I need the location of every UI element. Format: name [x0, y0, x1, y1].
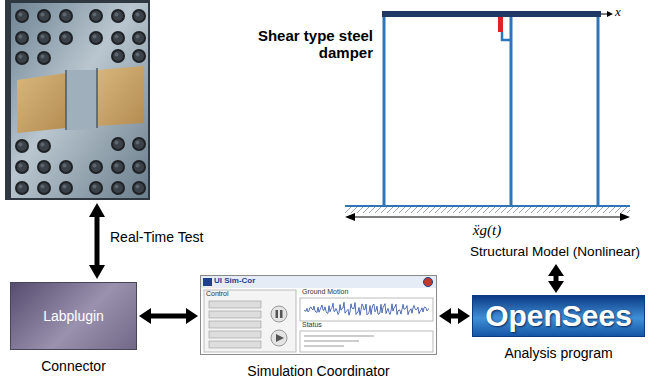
window-interior	[201, 276, 436, 354]
node-text: Analysis program	[472, 345, 645, 361]
text-slot: Analysis program	[472, 345, 645, 361]
node-text: Simulation Coordinator	[200, 363, 437, 379]
label-slot: Real-Time Test	[110, 229, 220, 245]
coordinator-window-shape	[200, 275, 437, 355]
node-title: OpenSees	[485, 299, 632, 334]
node-text: Control	[206, 290, 266, 298]
connector-box: LabpluginConnector	[10, 282, 137, 380]
real-time-arrow	[89, 203, 105, 279]
damper-photo	[5, 0, 150, 200]
text-slot: Structural Model (Nonlinear)	[470, 244, 640, 260]
node-text: Connector	[10, 358, 137, 374]
text-slot: OpenSees	[472, 295, 645, 337]
label-slot: ẍg(t)	[462, 222, 512, 239]
node-text: Ground Motion	[302, 288, 392, 296]
node-title: Labplugin	[43, 308, 104, 324]
text-slot: Simulation Coordinator	[200, 363, 437, 379]
double-arrow	[554, 276, 559, 281]
axis-label: x	[615, 5, 629, 20]
label-slot: Shear type steel damper	[253, 27, 373, 62]
test-label: Real-Time Test	[110, 229, 220, 245]
ground-motion-label: ẍg(t)	[462, 222, 512, 239]
node-title: Structural Model (Nonlinear)	[470, 244, 640, 260]
node-text: Status	[302, 321, 362, 329]
structural-frame	[345, 11, 630, 221]
text-slot: Ground Motion	[302, 288, 392, 296]
double-arrow	[151, 314, 186, 319]
node-title: UI Sim-Cor	[214, 276, 294, 285]
double-arrow	[451, 314, 458, 319]
text-slot: Control	[206, 290, 266, 298]
damper-label: Shear type steel damper	[253, 27, 373, 62]
text-slot: UI Sim-Cor	[214, 276, 294, 285]
coordinator-window: UI Sim-CorControl Ground MotionStatusSimu…	[200, 275, 437, 385]
text-slot: Connector	[10, 358, 137, 374]
text-slot: Status	[302, 321, 362, 329]
label-slot: x	[615, 5, 629, 20]
text-slot: Labplugin	[10, 282, 137, 350]
analysis-box: OpenSeesAnalysis program	[472, 295, 645, 370]
